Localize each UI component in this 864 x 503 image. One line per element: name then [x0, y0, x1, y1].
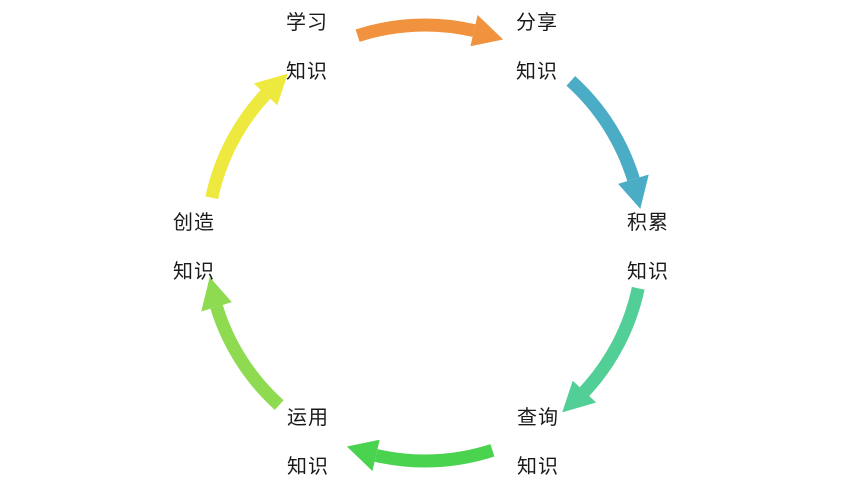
node-share-knowledge: 分享 知识: [516, 13, 558, 82]
node-create-knowledge: 创造 知识: [173, 213, 215, 282]
node-accumulate-knowledge: 积累 知识: [627, 213, 669, 282]
node-share-line1: 分享: [516, 12, 558, 34]
arrow-create-to-learn: [205, 73, 288, 200]
arrow-accumulate-to-query: [562, 286, 645, 413]
arrow-learn-to-share: [355, 15, 504, 47]
node-use-line2: 知识: [287, 456, 329, 478]
node-accumulate-line2: 知识: [627, 261, 669, 283]
node-learn-line1: 学习: [286, 12, 328, 34]
node-share-line2: 知识: [516, 61, 558, 83]
arrow-query-to-use: [346, 439, 495, 471]
arrow-use-to-create: [201, 277, 284, 410]
node-learn-line2: 知识: [286, 61, 328, 83]
node-query-line2: 知识: [517, 456, 559, 478]
node-query-knowledge: 查询 知识: [517, 408, 559, 477]
node-learn-knowledge: 学习 知识: [286, 13, 328, 82]
node-use-knowledge: 运用 知识: [287, 408, 329, 477]
node-create-line1: 创造: [173, 212, 215, 234]
node-create-line2: 知识: [173, 261, 215, 283]
node-accumulate-line1: 积累: [627, 212, 669, 234]
node-query-line1: 查询: [517, 407, 559, 429]
arrow-share-to-accumulate: [566, 76, 649, 209]
node-use-line1: 运用: [287, 407, 329, 429]
